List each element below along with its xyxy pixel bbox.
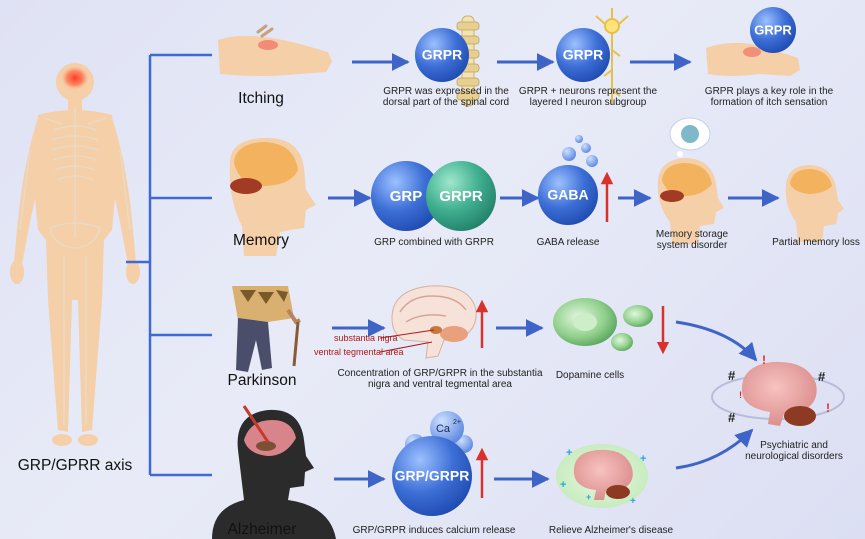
memory-loss-head bbox=[785, 165, 844, 242]
svg-text:+: + bbox=[640, 453, 646, 465]
neuron-icon bbox=[595, 8, 629, 104]
itching-label: Itching bbox=[238, 90, 284, 107]
calcium-ion-bubble bbox=[430, 411, 464, 445]
svg-text:#: # bbox=[728, 410, 736, 425]
itching-arm-illustration bbox=[218, 24, 332, 76]
gaba-vesicles bbox=[562, 135, 598, 167]
alzheimer-caption-2: Relieve Alzheimer's disease bbox=[548, 525, 674, 536]
parkinson-person-illustration bbox=[232, 286, 301, 372]
axis-title: GRP/GPRR axis bbox=[17, 457, 133, 474]
brain-sagittal-icon bbox=[379, 285, 477, 359]
grpr-bubble-3-label: GRPR bbox=[754, 22, 792, 37]
bracket-connector bbox=[126, 53, 212, 477]
memory-disorder-head bbox=[657, 117, 724, 244]
itching-caption-3: GRPR plays a key role in the formation o… bbox=[704, 86, 834, 109]
ventral-tegmental-label: ventral tegmental area bbox=[314, 347, 404, 357]
svg-text:#: # bbox=[818, 369, 826, 384]
itching-caption-2: GRPR + neurons represent the layered I n… bbox=[518, 86, 658, 109]
substantia-nigra-label: substantia nigra bbox=[334, 333, 398, 343]
memory-label: Memory bbox=[233, 232, 289, 249]
svg-text:+: + bbox=[586, 492, 591, 502]
svg-text:!: ! bbox=[762, 353, 766, 367]
parkinson-to-disorder-arrow bbox=[675, 320, 758, 362]
calcium-ion-charge: 2+ bbox=[453, 419, 461, 426]
svg-text:!: ! bbox=[739, 390, 742, 400]
calcium-ion-label: Ca bbox=[436, 423, 451, 435]
grpr-bubble-2-label: GRPR bbox=[563, 47, 603, 63]
grp-bubble-label: GRP bbox=[390, 188, 423, 205]
gaba-bubble-label: GABA bbox=[547, 187, 588, 203]
grp-grpr-bubble bbox=[392, 436, 472, 516]
parkinson-caption-2: Dopamine cells bbox=[555, 370, 625, 381]
grpr-bubble-3 bbox=[750, 7, 796, 53]
alzheimer-to-disorder-arrow bbox=[675, 428, 754, 470]
svg-text:#: # bbox=[728, 368, 736, 383]
human-body-figure bbox=[10, 63, 140, 446]
disorder-caption: Psychiatric and neurological disorders bbox=[745, 440, 843, 463]
memory-caption-1: GRP combined with GRPR bbox=[374, 237, 494, 248]
parkinson-label: Parkinson bbox=[227, 372, 297, 389]
relieved-brain-icon: + + + + + bbox=[556, 444, 648, 508]
memory-caption-3: Memory storage system disorder bbox=[655, 229, 729, 252]
grp-bubble bbox=[371, 161, 441, 231]
svg-text:+: + bbox=[560, 479, 566, 491]
memory-caption-2: GABA release bbox=[536, 237, 600, 248]
svg-text:!: ! bbox=[826, 401, 830, 415]
alzheimer-label: Alzheimer bbox=[227, 521, 297, 538]
alzheimer-head-illustration bbox=[212, 405, 336, 539]
memory-caption-4: Partial memory loss bbox=[772, 237, 860, 248]
grpr-bubble-1-label: GRPR bbox=[422, 47, 462, 63]
itching-caption-1: GRPR was expressed in the dorsal part of… bbox=[382, 86, 510, 109]
gaba-bubble bbox=[538, 165, 598, 225]
svg-text:+: + bbox=[566, 447, 572, 459]
dopamine-cells-icon bbox=[553, 298, 653, 351]
grpr-green-bubble-label: GRPR bbox=[439, 188, 483, 205]
grpr-green-bubble bbox=[426, 161, 496, 231]
parkinson-caption-1: Concentration of GRP/GRPR in the substan… bbox=[337, 368, 543, 391]
svg-text:+: + bbox=[630, 496, 636, 507]
alzheimer-caption-1: GRP/GRPR induces calcium release bbox=[352, 525, 516, 536]
grpr-bubble-1 bbox=[415, 28, 469, 82]
grp-grpr-bubble-label: GRP/GRPR bbox=[395, 468, 470, 484]
memory-head-illustration bbox=[229, 137, 316, 256]
grpr-bubble-2 bbox=[556, 28, 610, 82]
disorder-brain-icon: # # # ! ! ! bbox=[711, 353, 845, 426]
